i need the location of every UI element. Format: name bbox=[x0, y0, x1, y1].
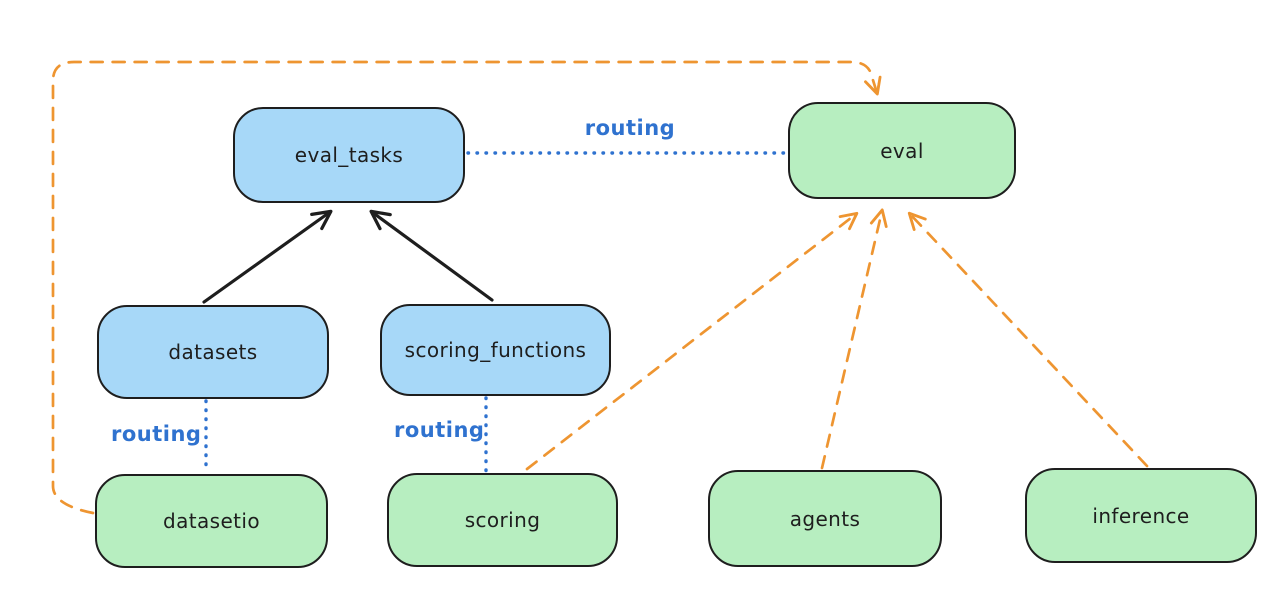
edge-inference-to-eval bbox=[907, 211, 1149, 468]
node-scoring-functions-label: scoring_functions bbox=[404, 338, 587, 362]
edge-datasets-to-eval-tasks bbox=[202, 209, 333, 304]
node-eval: eval bbox=[788, 102, 1016, 199]
node-datasets: datasets bbox=[97, 305, 329, 399]
edge-scoring-functions-to-eval-tasks bbox=[369, 209, 494, 302]
node-inference: inference bbox=[1025, 468, 1257, 563]
edge-label-routing-datasets-datasetio: routing bbox=[111, 422, 202, 446]
node-datasetio: datasetio bbox=[95, 474, 328, 568]
node-eval-tasks: eval_tasks bbox=[233, 107, 465, 203]
edge-agents-to-eval bbox=[820, 208, 888, 470]
node-scoring: scoring bbox=[387, 473, 618, 567]
node-datasetio-label: datasetio bbox=[162, 509, 260, 533]
node-scoring-functions: scoring_functions bbox=[380, 304, 611, 396]
edge-label-routing-eval-tasks-eval: routing bbox=[584, 116, 676, 140]
node-eval-label: eval bbox=[880, 138, 924, 163]
edge-datasetio-to-eval bbox=[51, 60, 882, 515]
node-agents: agents bbox=[708, 470, 942, 567]
edge-label-routing-scoring-functions-scoring: routing bbox=[394, 418, 485, 442]
node-inference-label: inference bbox=[1092, 503, 1190, 528]
node-scoring-label: scoring bbox=[464, 508, 541, 532]
node-datasets-label: datasets bbox=[168, 340, 258, 364]
node-agents-label: agents bbox=[789, 506, 861, 531]
node-eval-tasks-label: eval_tasks bbox=[294, 143, 404, 167]
edge-scoring-to-eval bbox=[525, 211, 859, 471]
